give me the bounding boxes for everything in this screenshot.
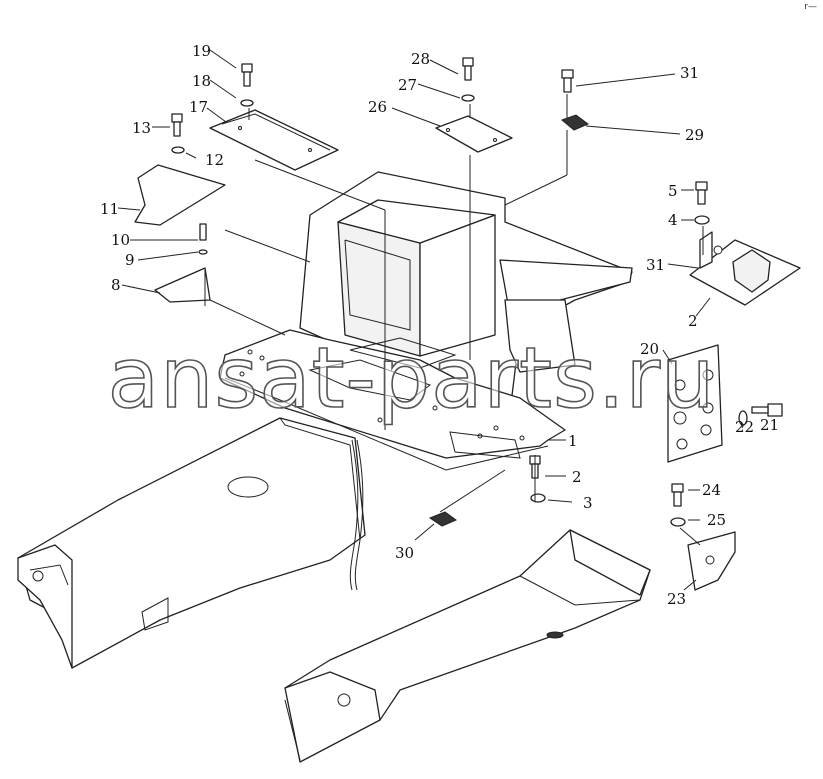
callout-22: 22 (735, 418, 754, 436)
callout-4: 4 (668, 211, 678, 229)
callout-13: 13 (132, 119, 151, 137)
callout-9: 9 (125, 251, 135, 269)
main-frame-part-1 (219, 171, 633, 471)
callout-29: 29 (685, 126, 704, 144)
switch-plate-part-2 (689, 231, 801, 306)
leader-lines (117, 49, 745, 591)
callout-23: 23 (667, 590, 686, 608)
callout-5: 5 (668, 182, 678, 200)
callout-18: 18 (192, 72, 211, 90)
callout-25: 25 (707, 511, 726, 529)
callout-31-side: 31 (646, 256, 665, 274)
callout-24: 24 (702, 481, 721, 499)
callout-28: 28 (411, 50, 430, 68)
callout-17: 17 (189, 98, 208, 116)
cover-plate-part-26 (435, 115, 513, 153)
callout-19: 19 (192, 42, 211, 60)
callout-1: 1 (568, 432, 578, 450)
callout-27: 27 (398, 76, 417, 94)
callout-10: 10 (111, 231, 130, 249)
callout-12: 12 (205, 151, 224, 169)
callout-30: 30 (395, 544, 414, 562)
corner-mark: r— (804, 2, 817, 12)
callout-2-plate: 2 (688, 312, 698, 330)
callout-26: 26 (368, 98, 387, 116)
callout-8: 8 (111, 276, 121, 294)
right-fender (284, 529, 651, 763)
bracket-part-23 (687, 531, 736, 591)
callout-31-top: 31 (680, 64, 699, 82)
callout-11: 11 (100, 200, 119, 218)
callout-2-bolt: 2 (572, 468, 582, 486)
pad-part-30 (428, 511, 458, 527)
callout-20: 20 (640, 340, 659, 358)
cover-plate-part-17 (209, 109, 339, 171)
bracket-part-11 (134, 164, 226, 226)
callout-3: 3 (583, 494, 593, 512)
left-fender (17, 417, 366, 669)
bracket-part-8 (154, 267, 211, 306)
plate-part-20 (667, 344, 723, 463)
pad-part-29 (561, 114, 589, 131)
callout-21: 21 (760, 416, 779, 434)
callout-labels: 19 18 17 13 12 11 10 9 8 28 27 26 31 29 … (100, 42, 779, 608)
